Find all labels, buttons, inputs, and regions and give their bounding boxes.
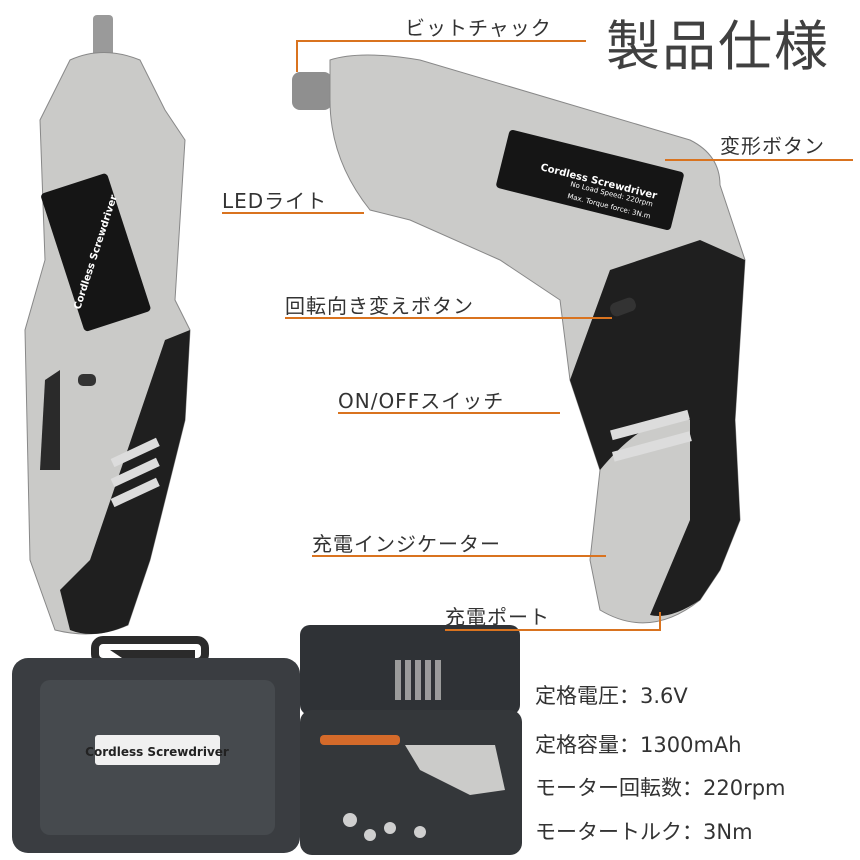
- spec-value: 1300mAh: [640, 733, 742, 757]
- spec-row-capacity: 定格容量：1300mAh: [535, 733, 742, 757]
- callout-transform-button: 変形ボタン: [720, 134, 825, 158]
- callout-line-bit-chuck: [296, 40, 586, 42]
- callout-line-direction-button: [285, 317, 612, 319]
- spec-value: 3Nm: [703, 820, 753, 844]
- callout-charge-port: 充電ポート: [445, 605, 550, 629]
- callout-line-power-switch: [338, 412, 560, 414]
- straight-screwdriver-image: Cordless Screwdriver: [24, 15, 191, 635]
- callout-line-transform-button: [665, 159, 853, 161]
- spec-row-motor-speed: モーター回転数：220rpm: [535, 776, 786, 800]
- spec-label: モータートルク: [535, 820, 682, 844]
- callout-line-charge-port-v: [659, 612, 661, 631]
- callout-charge-indicator: 充電インジケーター: [312, 532, 501, 556]
- spec-label: 定格電圧: [535, 684, 619, 708]
- closed-case-image: Cordless Screwdriver: [12, 636, 300, 853]
- callout-line-led-light: [222, 212, 364, 214]
- callout-line-charge-indicator: [312, 555, 606, 557]
- callout-direction-button: 回転向き変えボタン: [285, 294, 474, 318]
- callout-line-bit-chuck-v: [296, 40, 298, 72]
- page-title: 製品仕様: [606, 15, 830, 78]
- spec-value: 3.6V: [640, 684, 688, 708]
- pistol-screwdriver-image: Cordless Screwdriver No Load Speed: 220r…: [292, 54, 746, 624]
- spec-label: 定格容量: [535, 733, 619, 757]
- callout-line-charge-port: [445, 629, 661, 631]
- spec-label: モーター回転数: [535, 776, 682, 800]
- callout-bit-chuck: ビットチャック: [405, 16, 552, 40]
- spec-value: 220rpm: [703, 776, 786, 800]
- spec-row-voltage: 定格電圧：3.6V: [535, 684, 688, 708]
- spec-row-motor-torque: モータートルク：3Nm: [535, 820, 753, 844]
- open-case-image: [300, 625, 522, 855]
- callout-power-switch: ON/OFFスイッチ: [338, 389, 505, 413]
- callout-led-light: LEDライト: [222, 189, 328, 213]
- case-label: Cordless Screwdriver: [85, 745, 229, 759]
